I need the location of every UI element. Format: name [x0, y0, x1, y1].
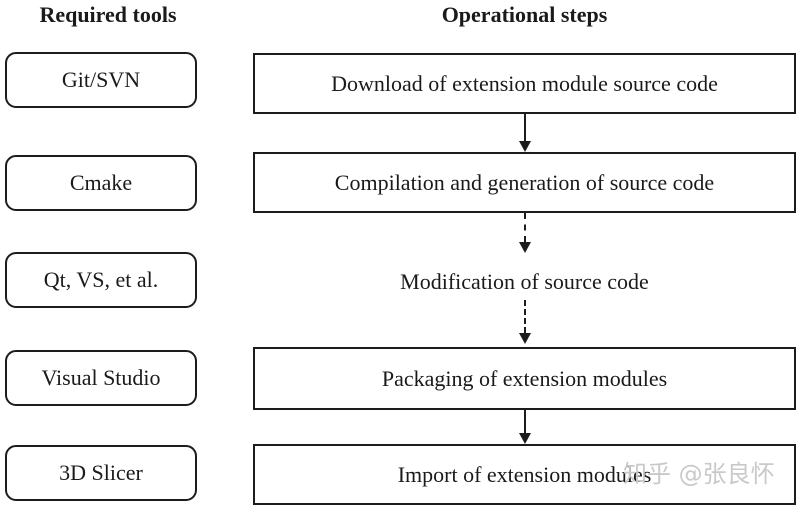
arrow-down-solid-icon [518, 410, 532, 444]
tool-box-3d-slicer: 3D Slicer [5, 445, 197, 501]
step-label: Modification of source code [400, 269, 649, 294]
step-label: Download of extension module source code [331, 70, 718, 96]
watermark: 知乎 @张良怀 [623, 460, 775, 488]
tool-box-git-svn: Git/SVN [5, 52, 197, 108]
required-tools-heading: Required tools [39, 2, 177, 27]
arrow-head [519, 433, 531, 444]
arrow-head [519, 242, 531, 253]
tool-label: 3D Slicer [59, 460, 143, 485]
tool-label: Git/SVN [61, 67, 141, 92]
step-box-packaging: Packaging of extension modules [253, 347, 796, 410]
step-text-modification: Modification of source code [253, 262, 796, 302]
tool-box-qt-vs: Qt, VS, et al. [5, 252, 197, 308]
step-label: Import of extension modules [397, 461, 652, 487]
arrow-down-dashed-icon [518, 213, 532, 253]
arrow-down-solid-icon [518, 114, 532, 152]
step-label: Compilation and generation of source cod… [334, 169, 715, 195]
tool-box-visual-studio: Visual Studio [5, 350, 197, 406]
step-box-import: Import of extension modules [253, 444, 796, 505]
arrow-down-dashed-icon [518, 300, 532, 344]
tool-label: Qt, VS, et al. [43, 267, 159, 292]
step-box-compilation: Compilation and generation of source cod… [253, 152, 796, 213]
arrow-head [519, 333, 531, 344]
arrow-head [519, 141, 531, 152]
step-box-download: Download of extension module source code [253, 53, 796, 114]
arrow-shaft [524, 213, 526, 242]
arrow-shaft [524, 410, 526, 433]
arrow-shaft [524, 300, 526, 333]
operational-steps-heading: Operational steps [441, 2, 608, 27]
arrow-shaft [524, 114, 526, 141]
tool-label: Cmake [69, 170, 133, 195]
step-label: Packaging of extension modules [381, 365, 668, 391]
tool-label: Visual Studio [41, 365, 161, 390]
tool-box-cmake: Cmake [5, 155, 197, 211]
